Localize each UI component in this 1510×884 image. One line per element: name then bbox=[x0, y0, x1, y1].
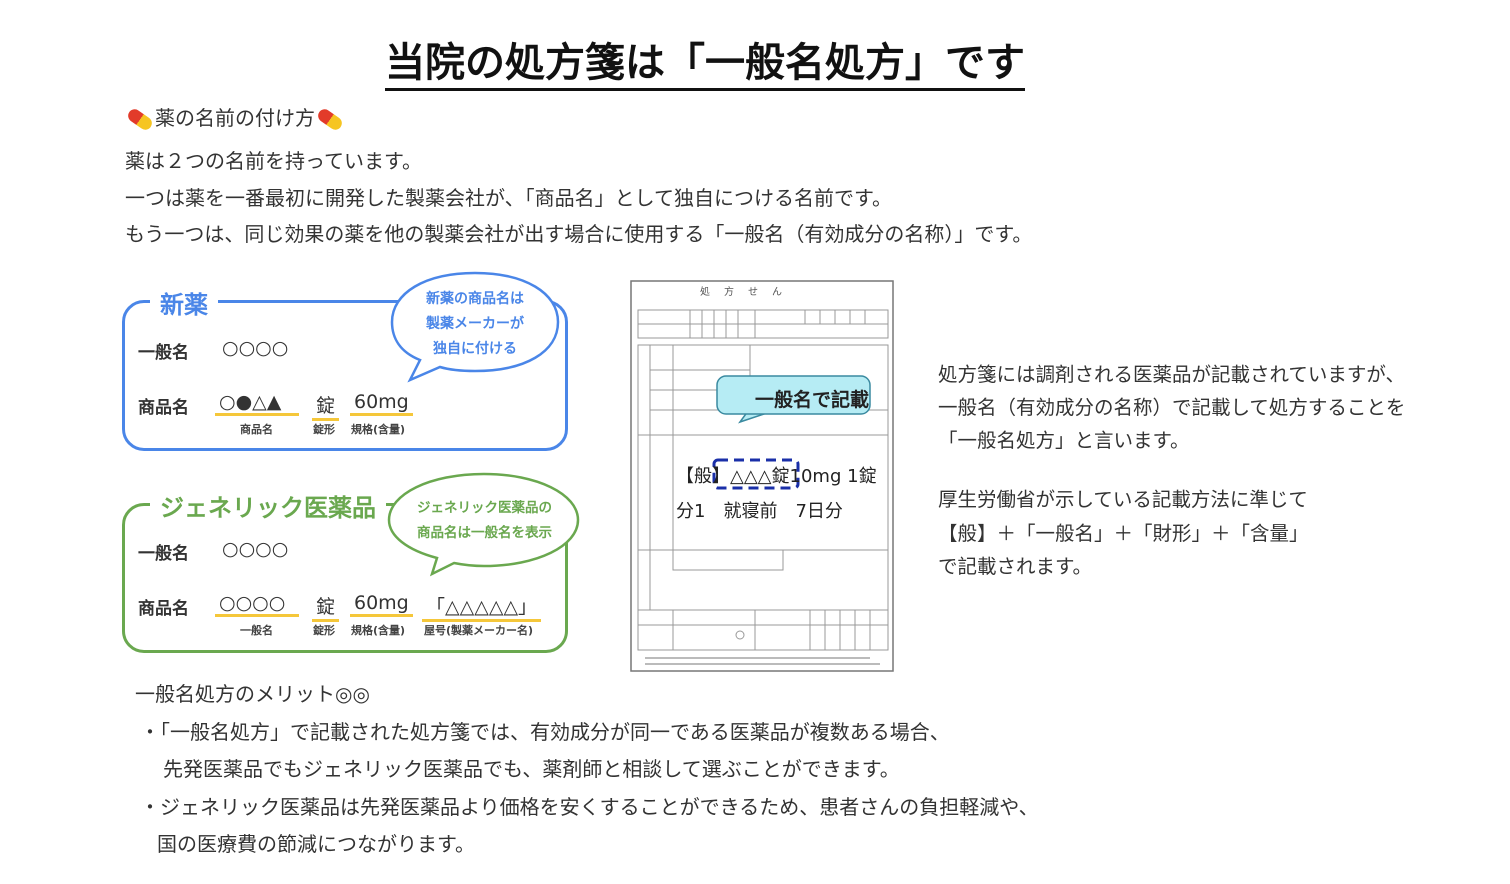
brand-name-label: 商品名 bbox=[138, 599, 189, 619]
generic-name-label: 一般名 bbox=[138, 544, 189, 564]
caption: 商品名 bbox=[240, 423, 273, 436]
strength: 60mg bbox=[350, 592, 413, 617]
caption: 規格(含量) bbox=[351, 624, 406, 637]
new-drug-title: 新薬 bbox=[150, 285, 218, 320]
merit-line: 国の医療費の節減につながります。 bbox=[157, 832, 475, 856]
capsule-icon bbox=[125, 106, 155, 133]
caption: 錠形 bbox=[313, 624, 335, 637]
merit-line: ・ジェネリック医薬品は先発医薬品より価格を安くすることができるため、患者さんの負… bbox=[140, 795, 1039, 819]
strength: 60mg bbox=[350, 391, 413, 416]
speech-bubble bbox=[390, 271, 560, 383]
maker-name: 「△△△△△」 bbox=[422, 592, 542, 622]
new-drug-bubble-text: 新薬の商品名は製薬メーカーが独自に付ける bbox=[426, 291, 524, 357]
dosage-form: 錠 bbox=[312, 592, 340, 622]
generic-name-value: ○○○○ bbox=[222, 538, 289, 560]
generic-name-value: ○○○○ bbox=[222, 337, 289, 359]
dosage-form: 錠 bbox=[312, 391, 340, 421]
form-header: 処 方 せ ん bbox=[700, 287, 784, 298]
prescription-form-image bbox=[630, 280, 894, 672]
method-line: で記載されます。 bbox=[938, 555, 1093, 578]
page-title: 当院の処方箋は「一般名処方」です bbox=[0, 30, 1410, 91]
new-drug-box bbox=[122, 300, 568, 451]
method-line: 【般】＋「一般名」＋「財形」＋「含量」 bbox=[938, 522, 1309, 545]
intro-line: もう一つは、同じ効果の薬を他の製薬会社が出す場合に使用する「一般名（有効成分の名… bbox=[125, 222, 1033, 246]
generic-drug-title: ジェネリック医薬品 bbox=[150, 488, 386, 523]
generic-name-label: 一般名 bbox=[138, 343, 189, 363]
speech-bubble bbox=[387, 472, 580, 577]
intro-line: 薬は２つの名前を持っています。 bbox=[125, 149, 422, 173]
merit-line: 先発医薬品でもジェネリック医薬品でも、薬剤師と相談して選ぶことができます。 bbox=[163, 757, 900, 781]
brand-name-label: 商品名 bbox=[138, 398, 189, 418]
form-line-1: 【般】△△△錠10mg 1錠 bbox=[676, 466, 877, 487]
explanation-line: 「一般名処方」と言います。 bbox=[938, 429, 1190, 452]
caption: 錠形 bbox=[313, 423, 335, 436]
intro-line: 一つは薬を一番最初に開発した製薬会社が、「商品名」として独自につける名前です。 bbox=[125, 186, 892, 210]
section-heading: 薬の名前の付け方 bbox=[125, 102, 345, 133]
explanation-line: 処方箋には調剤される医薬品が記載されていますが、 bbox=[938, 363, 1406, 386]
method-line: 厚生労働省が示している記載方法に準じて bbox=[938, 488, 1308, 511]
brand-name-value: ○●△▲ bbox=[215, 391, 299, 416]
explanation-line: 一般名（有効成分の名称）で記載して処方することを bbox=[938, 396, 1406, 419]
merit-line: ・「一般名処方」で記載された処方箋では、有効成分が同一である医薬品が複数ある場合… bbox=[140, 720, 950, 744]
caption: 屋号(製薬メーカー名) bbox=[424, 624, 534, 637]
brand-name-value: ○○○○ bbox=[215, 592, 299, 617]
caption: 一般名 bbox=[240, 624, 273, 637]
caption: 規格(含量) bbox=[351, 423, 406, 436]
form-line-2: 分1 就寝前 7日分 bbox=[676, 501, 843, 522]
capsule-icon bbox=[315, 106, 345, 133]
form-callout: 一般名で記載 bbox=[755, 389, 870, 411]
generic-drug-bubble-text: ジェネリック医薬品の商品名は一般名を表示 bbox=[417, 500, 552, 541]
merit-heading: 一般名処方のメリット◎◎ bbox=[135, 682, 370, 706]
